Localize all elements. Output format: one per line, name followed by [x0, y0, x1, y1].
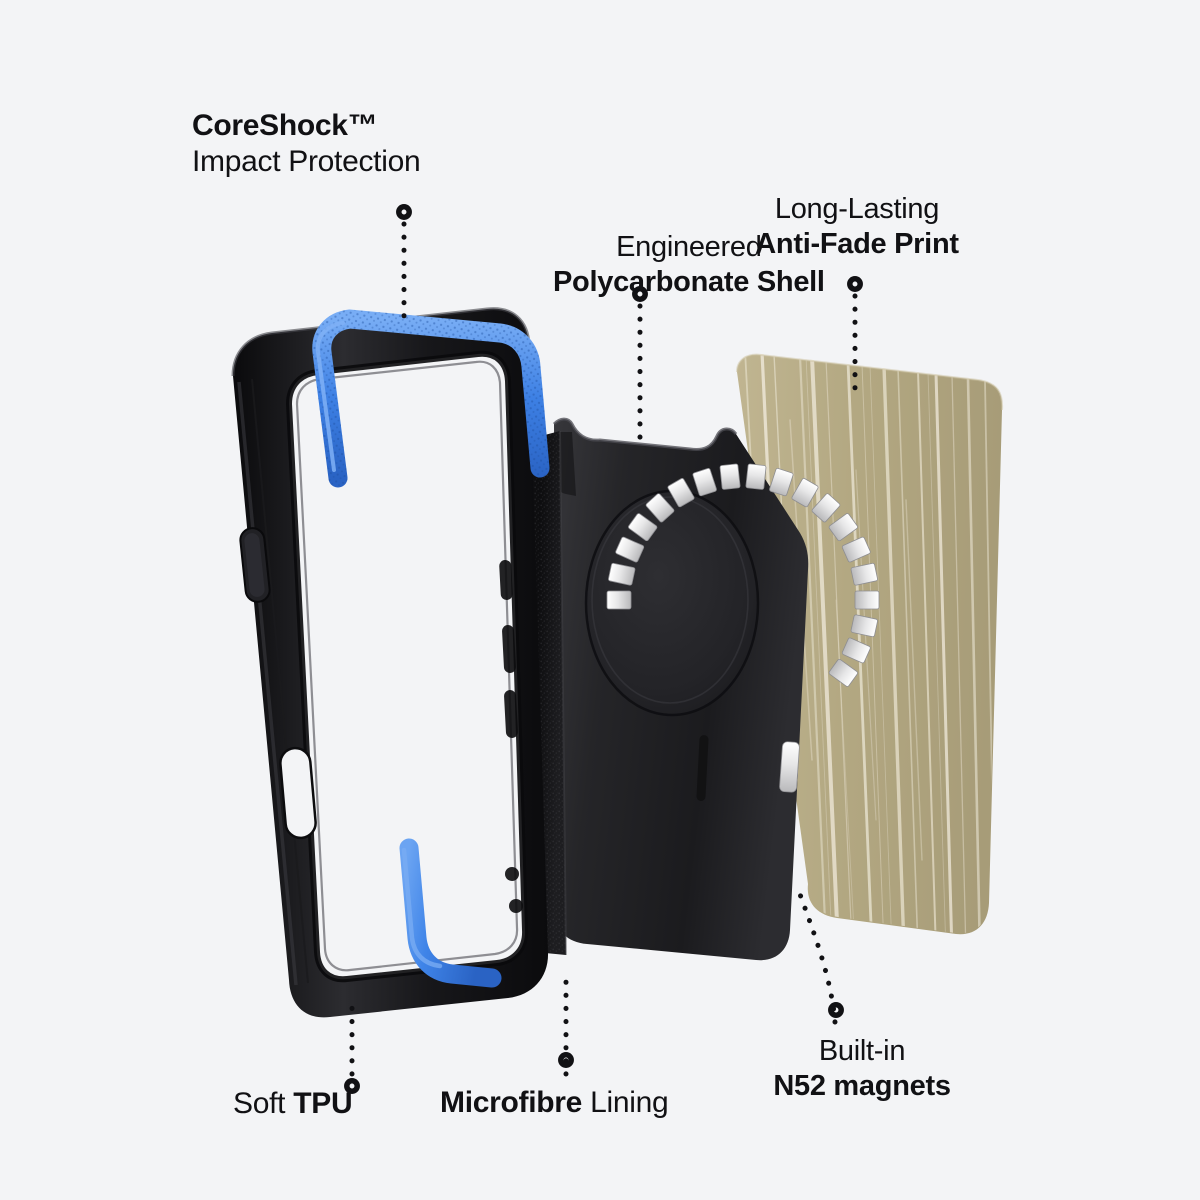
tpu-right-rail-details — [499, 560, 523, 913]
callout-anti-fade-print-line2: Anti-Fade Print — [755, 227, 959, 260]
callout-coreshock: CoreShock™ Impact Protection — [192, 108, 421, 180]
callout-anti-fade-print-line1: Long-Lasting — [774, 193, 940, 225]
tpu-button-cutout — [279, 746, 317, 840]
callout-coreshock-line2: Impact Protection — [192, 145, 421, 178]
callout-soft-tpu: Soft TPU — [233, 1086, 353, 1122]
callout-n52-magnets: Built-in N52 magnets — [773, 1034, 951, 1104]
callout-polycarbonate-line2: Polycarbonate Shell — [553, 265, 825, 298]
callout-n52-magnets-line1: Built-in — [818, 1035, 906, 1067]
print-streaks — [744, 353, 996, 934]
black-tpu-bumper — [231, 307, 550, 1018]
magsafe-magnet-ring — [606, 463, 880, 793]
callout-microfibre-line: Microfibre Lining — [440, 1085, 669, 1121]
callout-microfibre: Microfibre Lining — [440, 1085, 669, 1121]
callout-polycarbonate-line1: Engineered — [616, 231, 762, 263]
callout-n52-magnets-line2: N52 magnets — [773, 1069, 951, 1102]
coreshock-blue-strip-bottom — [399, 838, 502, 988]
tpu-side-button — [239, 527, 271, 603]
callout-microfibre-emphasis: Microfibre — [440, 1086, 583, 1119]
coreshock-blue-strip-top — [312, 309, 550, 488]
callout-soft-tpu-emphasis: TPU — [293, 1087, 353, 1120]
callout-microfibre-suffix: Lining — [582, 1086, 669, 1119]
callout-coreshock-line1: CoreShock™ — [192, 109, 378, 142]
callout-anti-fade-print: Long-Lasting Anti-Fade Print — [755, 192, 959, 262]
callout-soft-tpu-prefix: Soft — [233, 1087, 294, 1120]
callout-soft-tpu-line: Soft TPU — [233, 1086, 353, 1122]
callout-polycarbonate: Engineered Polycarbonate Shell — [553, 230, 825, 300]
